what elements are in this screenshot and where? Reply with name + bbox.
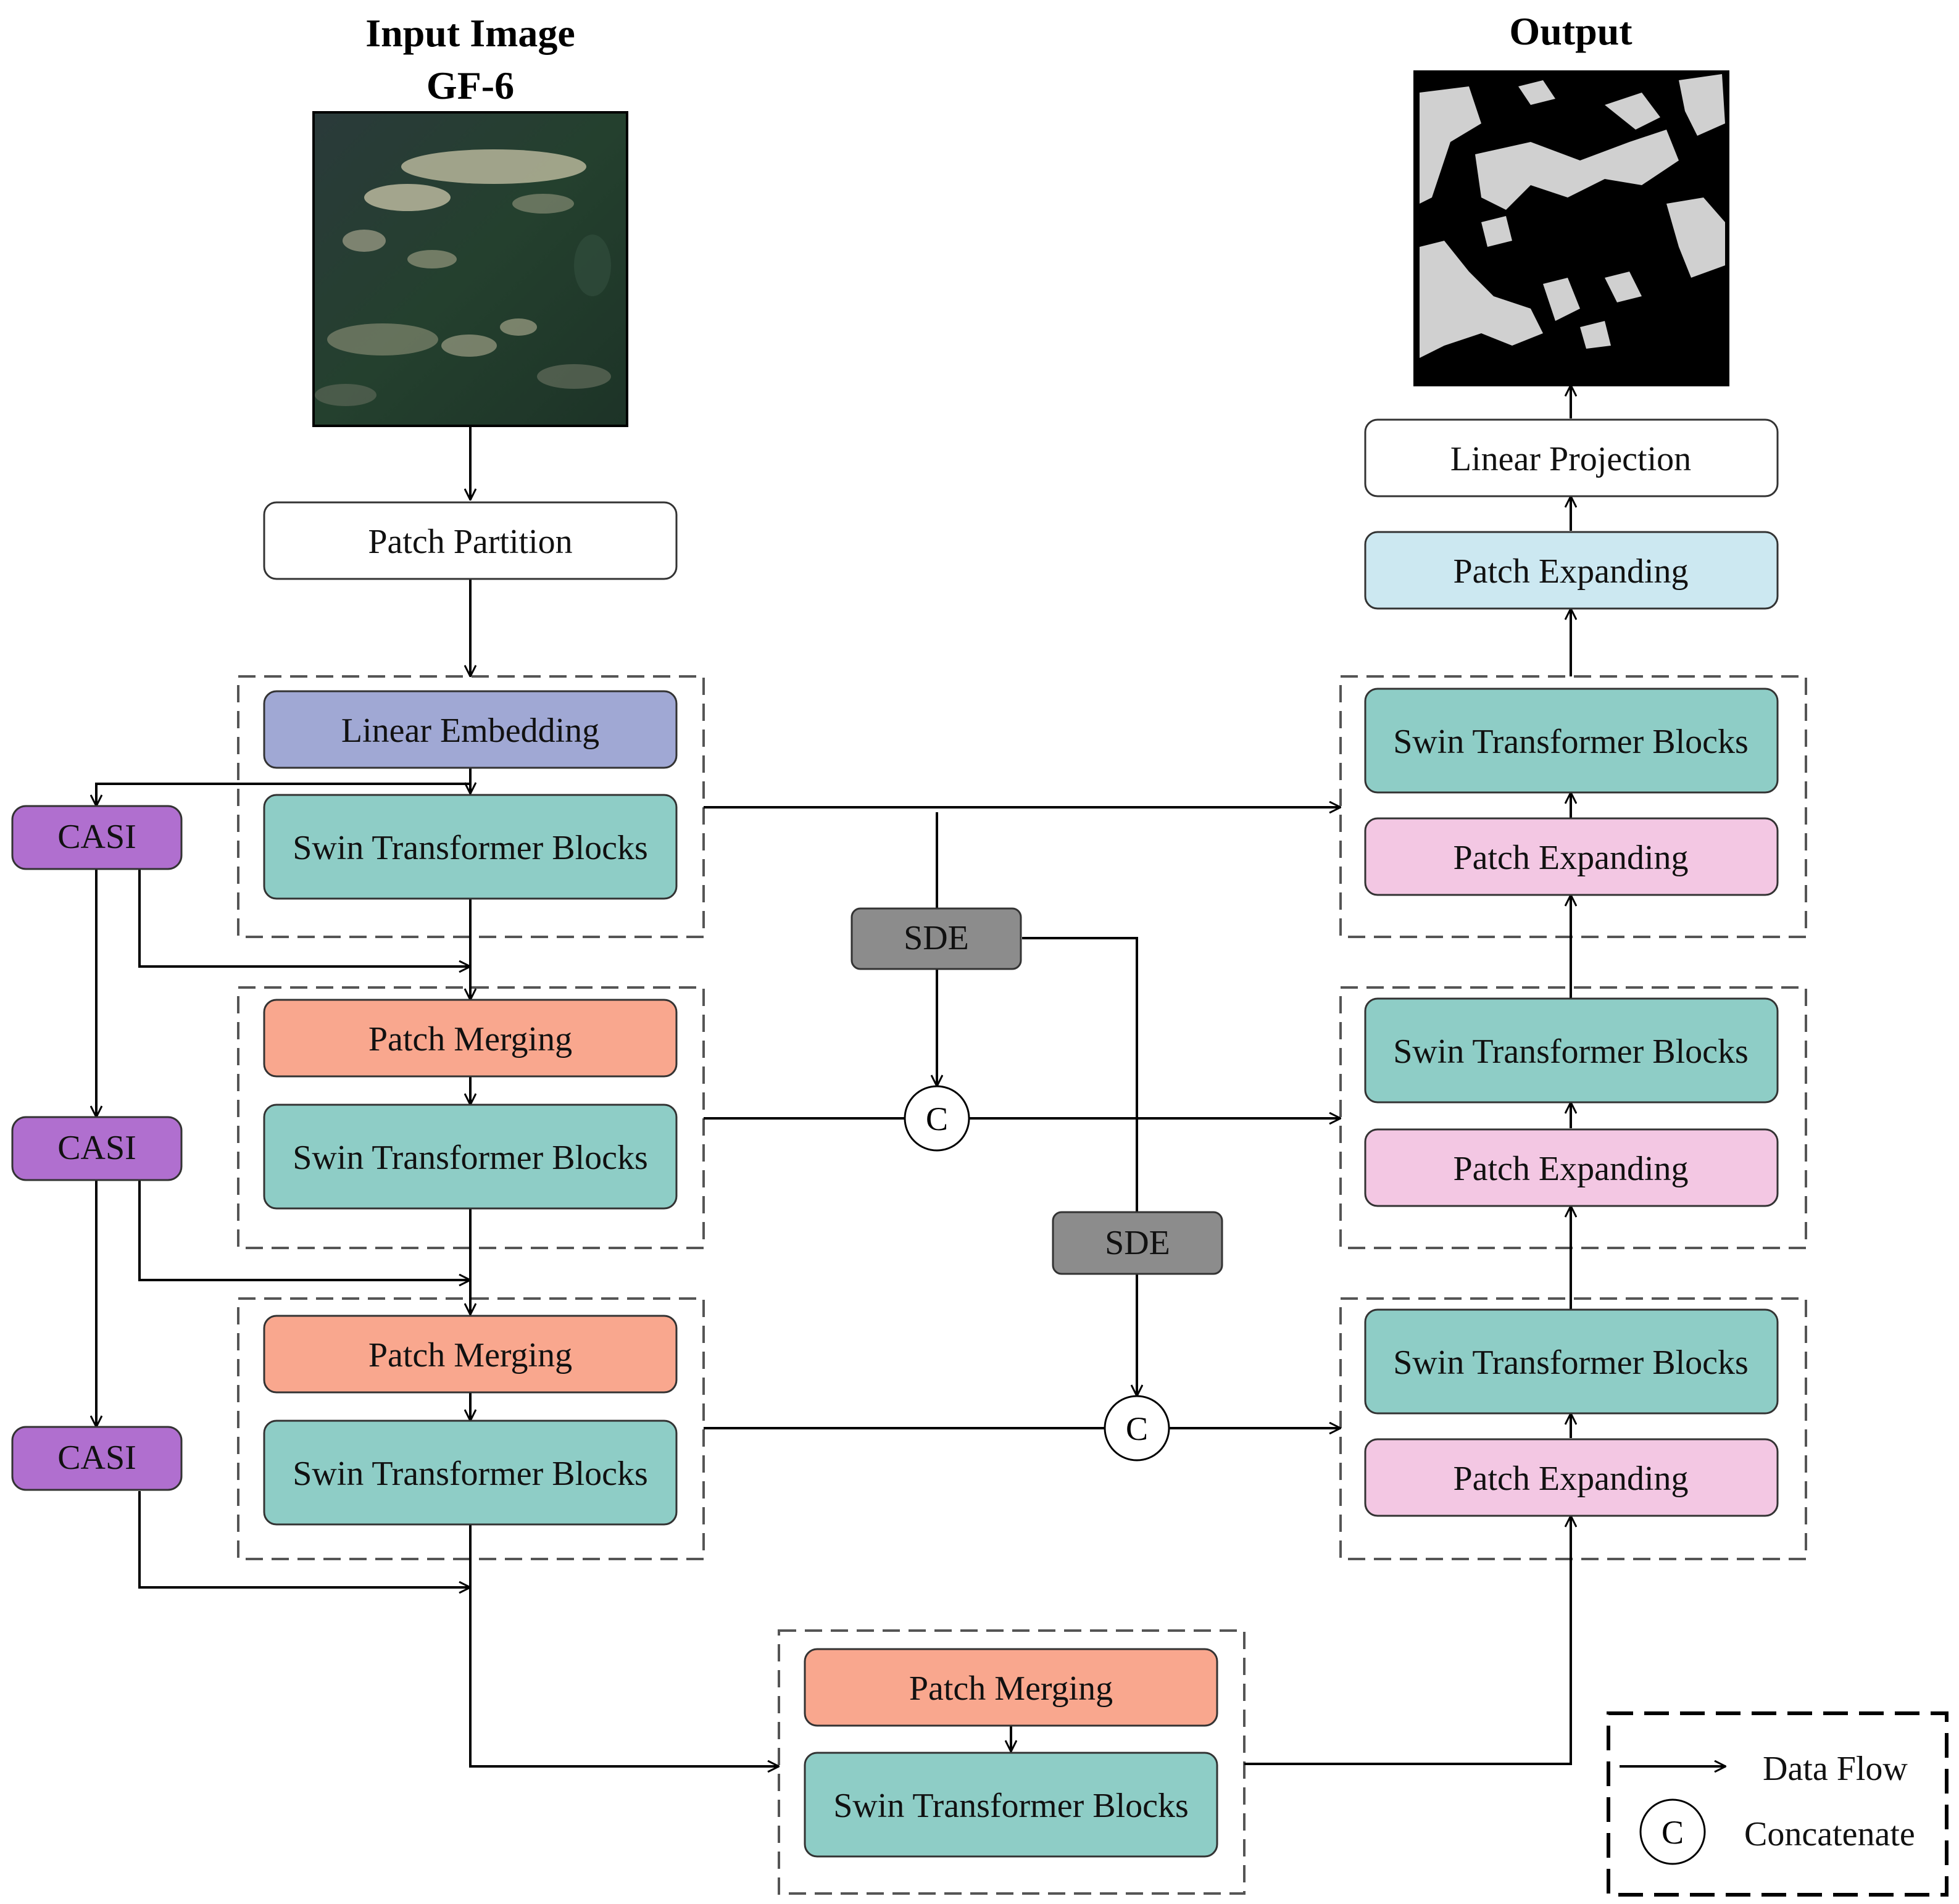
legend-concat-symbol: C xyxy=(1662,1814,1684,1851)
decoder-expand-label-3: Patch Expanding xyxy=(1453,1460,1688,1498)
sde-module-1: SDE xyxy=(851,907,1022,970)
decoder-swin-blocks-1: Swin Transformer Blocks xyxy=(1364,688,1779,794)
patch-partition-block: Patch Partition xyxy=(263,501,678,580)
bottleneck-patch-merging: Patch Merging xyxy=(804,1648,1218,1727)
decoder-swin-blocks-3: Swin Transformer Blocks xyxy=(1364,1308,1779,1415)
bottleneck-swin-blocks: Swin Transformer Blocks xyxy=(804,1752,1218,1858)
input-image-title: Input Image xyxy=(365,11,575,55)
decoder-patch-expanding-3: Patch Expanding xyxy=(1364,1438,1779,1517)
casi-label-2: CASI xyxy=(57,1129,136,1167)
linear-projection-label: Linear Projection xyxy=(1450,440,1691,478)
casi-label-1: CASI xyxy=(57,818,136,856)
decoder-patch-expanding-2: Patch Expanding xyxy=(1364,1128,1779,1207)
legend-concat-icon xyxy=(1639,1798,1706,1865)
sde-module-2: SDE xyxy=(1052,1211,1223,1275)
encoder-merge-label-3: Patch Merging xyxy=(368,1336,572,1374)
final-patch-expanding-label: Patch Expanding xyxy=(1453,552,1688,591)
encoder-swin-blocks-3: Swin Transformer Blocks xyxy=(263,1420,678,1526)
concat-symbol-2: C xyxy=(1126,1410,1148,1447)
bottleneck-swin-label: Swin Transformer Blocks xyxy=(833,1787,1189,1825)
final-patch-expanding-block: Patch Expanding xyxy=(1364,531,1779,610)
decoder-expand-label-1: Patch Expanding xyxy=(1453,839,1688,877)
data-flow-arrows xyxy=(96,385,1571,1766)
sde-label-2: SDE xyxy=(1105,1224,1170,1262)
encoder-swin-label-3: Swin Transformer Blocks xyxy=(293,1455,648,1493)
linear-embedding-block: Linear Embedding xyxy=(263,690,678,769)
encoder-swin-blocks-2: Swin Transformer Blocks xyxy=(263,1104,678,1210)
linear-projection-block: Linear Projection xyxy=(1364,418,1779,497)
casi-module-3: CASI xyxy=(11,1426,183,1491)
decoder-expand-label-2: Patch Expanding xyxy=(1453,1150,1688,1188)
legend-concatenate-label: Concatenate xyxy=(1744,1815,1915,1853)
decoder-swin-label-3: Swin Transformer Blocks xyxy=(1393,1344,1749,1382)
bottleneck-merge-label: Patch Merging xyxy=(909,1669,1113,1708)
sde-label-1: SDE xyxy=(904,919,969,957)
decoder-swin-label-2: Swin Transformer Blocks xyxy=(1393,1033,1749,1071)
patch-partition-label: Patch Partition xyxy=(368,523,572,561)
concatenate-node-1: C xyxy=(904,1085,970,1152)
concat-symbol-1: C xyxy=(926,1100,948,1137)
casi-label-3: CASI xyxy=(57,1439,136,1477)
encoder-swin-label-1: Swin Transformer Blocks xyxy=(293,829,648,867)
decoder-patch-expanding-1: Patch Expanding xyxy=(1364,817,1779,896)
legend-data-flow-label: Data Flow xyxy=(1763,1750,1908,1788)
encoder-merge-label-2: Patch Merging xyxy=(368,1020,572,1058)
decoder-swin-blocks-2: Swin Transformer Blocks xyxy=(1364,997,1779,1104)
casi-module-1: CASI xyxy=(11,805,183,870)
encoder-patch-merging-3: Patch Merging xyxy=(263,1315,678,1394)
linear-embedding-label: Linear Embedding xyxy=(341,712,599,750)
casi-module-2: CASI xyxy=(11,1116,183,1181)
output-mask-image xyxy=(1413,70,1729,386)
concatenate-node-2: C xyxy=(1104,1395,1170,1461)
input-image-subtitle: GF-6 xyxy=(426,64,514,107)
legend: Data Flow C Concatenate xyxy=(1607,1711,1949,1897)
encoder-swin-label-2: Swin Transformer Blocks xyxy=(293,1139,648,1177)
encoder-patch-merging-2: Patch Merging xyxy=(263,999,678,1078)
output-title: Output xyxy=(1509,9,1632,53)
encoder-swin-blocks-1: Swin Transformer Blocks xyxy=(263,794,678,900)
input-satellite-image xyxy=(312,111,628,427)
decoder-swin-label-1: Swin Transformer Blocks xyxy=(1393,723,1749,761)
